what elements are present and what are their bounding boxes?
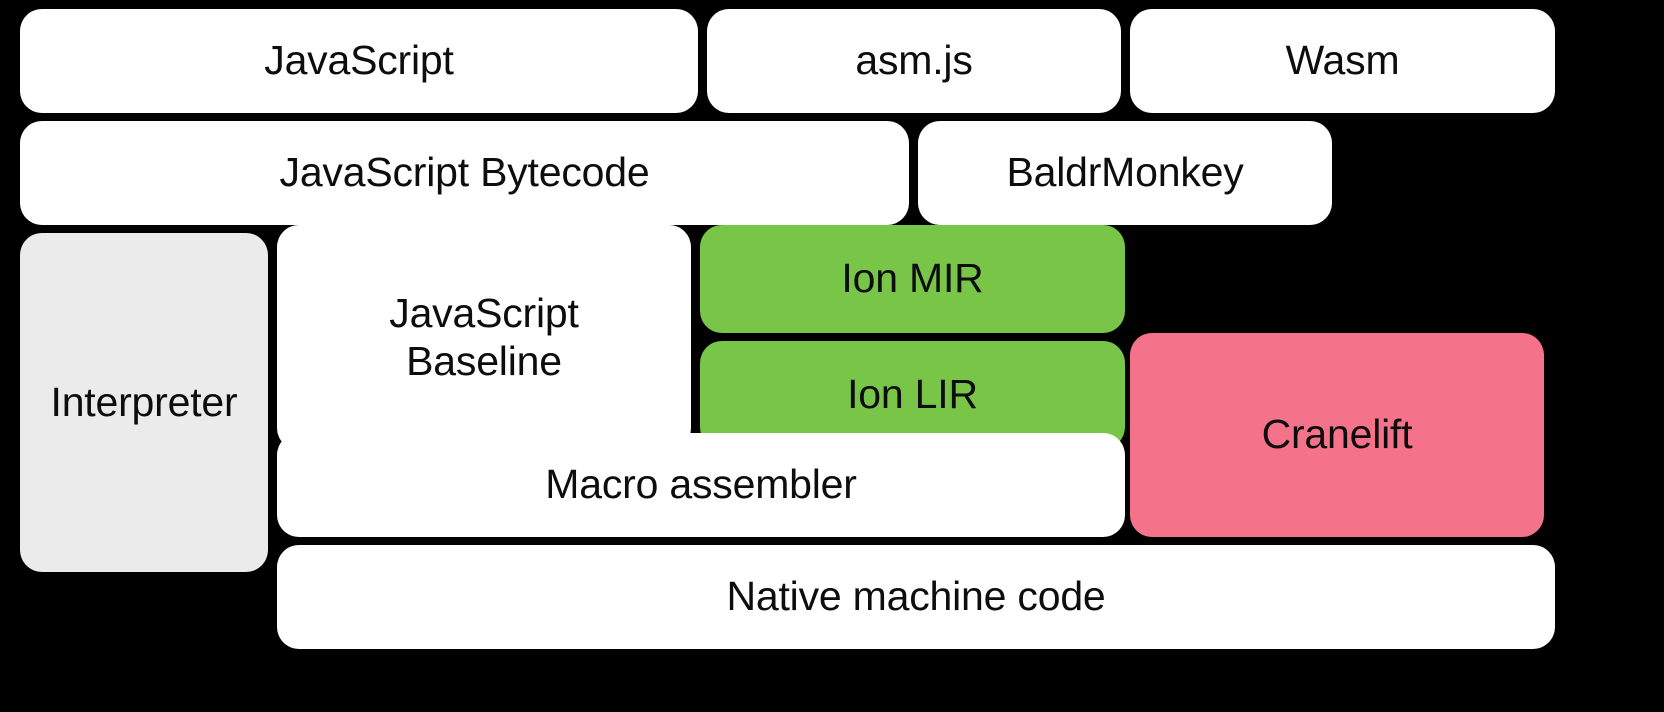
node-label: Macro assembler bbox=[545, 461, 857, 508]
node-label: asm.js bbox=[855, 37, 973, 84]
node-asm-js[interactable]: asm.js bbox=[707, 9, 1121, 113]
node-label: JavaScript Baseline bbox=[389, 289, 579, 384]
node-label: BaldrMonkey bbox=[1006, 149, 1244, 196]
node-macro-assembler[interactable]: Macro assembler bbox=[277, 433, 1125, 537]
node-label: Ion LIR bbox=[847, 371, 978, 418]
node-javascript[interactable]: JavaScript bbox=[20, 9, 698, 113]
node-baldrmonkey[interactable]: BaldrMonkey bbox=[918, 121, 1332, 225]
node-wasm[interactable]: Wasm bbox=[1130, 9, 1555, 113]
node-interpreter[interactable]: Interpreter bbox=[20, 233, 268, 572]
node-label: Ion MIR bbox=[841, 255, 984, 302]
node-cranelift[interactable]: Cranelift bbox=[1130, 333, 1544, 537]
node-label: JavaScript Bytecode bbox=[279, 149, 650, 196]
node-label: Wasm bbox=[1285, 37, 1400, 84]
node-ion-lir[interactable]: Ion LIR bbox=[700, 341, 1125, 449]
node-native-machine-code[interactable]: Native machine code bbox=[277, 545, 1555, 649]
node-javascript-baseline[interactable]: JavaScript Baseline bbox=[277, 225, 691, 450]
node-label: Interpreter bbox=[50, 378, 238, 425]
node-label: Cranelift bbox=[1261, 411, 1413, 458]
node-label: JavaScript bbox=[264, 37, 454, 84]
node-label: Native machine code bbox=[726, 573, 1106, 620]
node-ion-mir[interactable]: Ion MIR bbox=[700, 225, 1125, 333]
node-javascript-bytecode[interactable]: JavaScript Bytecode bbox=[20, 121, 909, 225]
